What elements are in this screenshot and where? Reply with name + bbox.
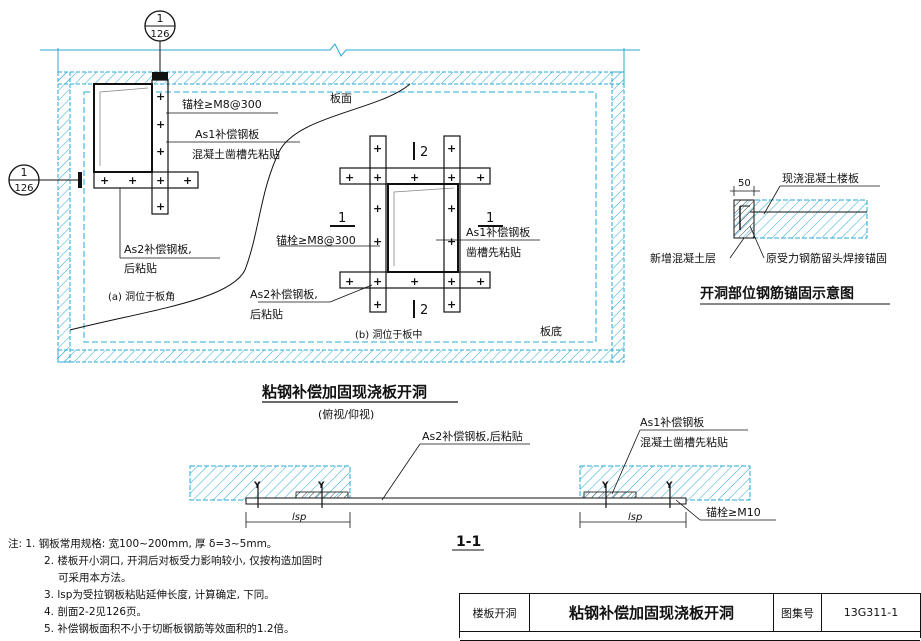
tb-atlas-no: 13G311-1 [843, 606, 899, 619]
sub-title: (俯视/仰视) [318, 407, 374, 421]
svg-text:+: + [345, 171, 354, 184]
label-as1-b-2: 凿槽先粘贴 [466, 245, 521, 259]
label-anchor-a: 锚栓≥M8@300 [182, 97, 262, 111]
svg-text:+: + [156, 174, 165, 187]
opening-a [93, 72, 199, 215]
svg-text:+: + [373, 171, 382, 184]
cut-1-left: 1 [338, 211, 346, 226]
section-as2: As2补偿钢板,后粘贴 [422, 429, 523, 443]
bolts-a: + + + + + + + + [100, 90, 192, 213]
svg-text:+: + [447, 275, 456, 288]
detail-new-slab: 现浇混凝土楼板 [782, 171, 859, 185]
svg-text:+: + [476, 171, 485, 184]
notes: 注: 1. 钢板常用规格: 宽100~200mm, 厚 δ=3~5mm。 2. … [8, 536, 323, 638]
svg-text:1: 1 [157, 12, 164, 25]
svg-text:Y: Y [601, 481, 609, 491]
face-boundary-curve [69, 83, 411, 331]
section-mark-left: 1 126 [8, 164, 82, 196]
section-lsp-right: lsp [628, 512, 642, 523]
svg-text:+: + [447, 202, 456, 215]
note-line: 3. lsp为受拉钢板粘贴延伸长度, 计算确定, 下同。 [44, 589, 275, 601]
label-as2-a-2: 后粘贴 [124, 261, 157, 275]
section-title: 1-1 [456, 534, 481, 550]
svg-text:+: + [373, 298, 382, 311]
svg-text:+: + [447, 298, 456, 311]
cut-1-right: 1 [486, 211, 494, 226]
svg-text:+: + [373, 235, 382, 248]
note-line: 4. 剖面2-2见126页。 [44, 606, 148, 618]
svg-text:+: + [100, 174, 109, 187]
cut-2-bottom: 2 [420, 303, 428, 318]
section-lsp-left: lsp [292, 512, 306, 523]
label-as2-a-1: As2补偿钢板, [124, 242, 192, 256]
svg-text:Y: Y [253, 481, 261, 491]
detail-rebar-note: 原受力钢筋留头焊接锚固 [766, 251, 887, 265]
svg-text:+: + [156, 200, 165, 213]
detail-title: 开洞部位钢筋锚固示意图 [700, 285, 854, 302]
caption-b: (b) 洞位于板中 [355, 328, 422, 341]
tb-atlas-label: 图集号 [774, 594, 822, 631]
detail-new-layer: 新增混凝土层 [650, 251, 716, 265]
note-line: 2. 楼板开小洞口, 开洞后对板受力影响较小, 仅按构造加固时 [44, 555, 323, 567]
svg-text:+: + [128, 174, 137, 187]
svg-text:1: 1 [21, 166, 28, 179]
svg-text:+: + [156, 90, 165, 103]
label-as1-b-1: As1补偿钢板 [466, 225, 530, 239]
detail-dim-50: 50 [738, 178, 751, 189]
svg-text:+: + [345, 275, 354, 288]
svg-text:+: + [410, 275, 419, 288]
svg-text:+: + [447, 235, 456, 248]
label-as1-a-2: 混凝土凿槽先粘贴 [192, 147, 280, 161]
note-line: 5. 补偿钢板面积不小于切断板钢筋等效面积的1.2倍。 [44, 623, 295, 635]
svg-text:+: + [156, 118, 165, 131]
bolts-b: + + + + + + + + + + + + + + + + + + [345, 142, 485, 311]
label-board-top: 板面 [330, 91, 352, 105]
svg-text:126: 126 [14, 183, 33, 194]
svg-text:126: 126 [150, 29, 169, 40]
svg-text:+: + [373, 202, 382, 215]
svg-text:+: + [373, 275, 382, 288]
section-as1-2: 混凝土凿槽先粘贴 [640, 435, 728, 449]
caption-a: (a) 洞位于板角 [108, 290, 175, 303]
svg-text:+: + [373, 142, 382, 155]
svg-text:+: + [447, 171, 456, 184]
section-anchor: 锚栓≥M10 [706, 505, 761, 519]
label-as1-a-1: As1补偿钢板 [195, 127, 259, 141]
anchor-detail [729, 185, 880, 259]
main-title: 粘钢补偿加固现浇板开洞 [262, 383, 427, 401]
svg-text:+: + [410, 171, 419, 184]
label-as2-b-2: 后粘贴 [250, 307, 283, 321]
tb-title: 粘钢补偿加固现浇板开洞 [530, 594, 774, 631]
label-as2-b-1: As2补偿钢板, [250, 287, 318, 301]
svg-text:+: + [156, 145, 165, 158]
break-line [40, 43, 640, 57]
plan-inner-outline [83, 91, 597, 343]
svg-text:Y: Y [317, 481, 325, 491]
label-anchor-b: 锚栓≥M8@300 [276, 233, 356, 247]
svg-text:+: + [447, 142, 456, 155]
plan-beam-frame [57, 71, 625, 363]
label-board-bottom: 板底 [540, 324, 562, 338]
opening-b [339, 135, 491, 313]
note-line: 可采用本方法。 [58, 572, 132, 584]
section-as1-1: As1补偿钢板 [640, 415, 704, 429]
section-mark-top: 1 126 [144, 10, 176, 72]
cut-2-top: 2 [420, 145, 428, 160]
svg-text:+: + [183, 174, 192, 187]
svg-text:+: + [476, 275, 485, 288]
note-line: 注: 1. 钢板常用规格: 宽100~200mm, 厚 δ=3~5mm。 [8, 538, 278, 550]
title-block: 楼板开洞 粘钢补偿加固现浇板开洞 图集号 13G311-1 [459, 593, 921, 641]
tb-label: 楼板开洞 [460, 594, 530, 631]
svg-text:Y: Y [665, 481, 673, 491]
